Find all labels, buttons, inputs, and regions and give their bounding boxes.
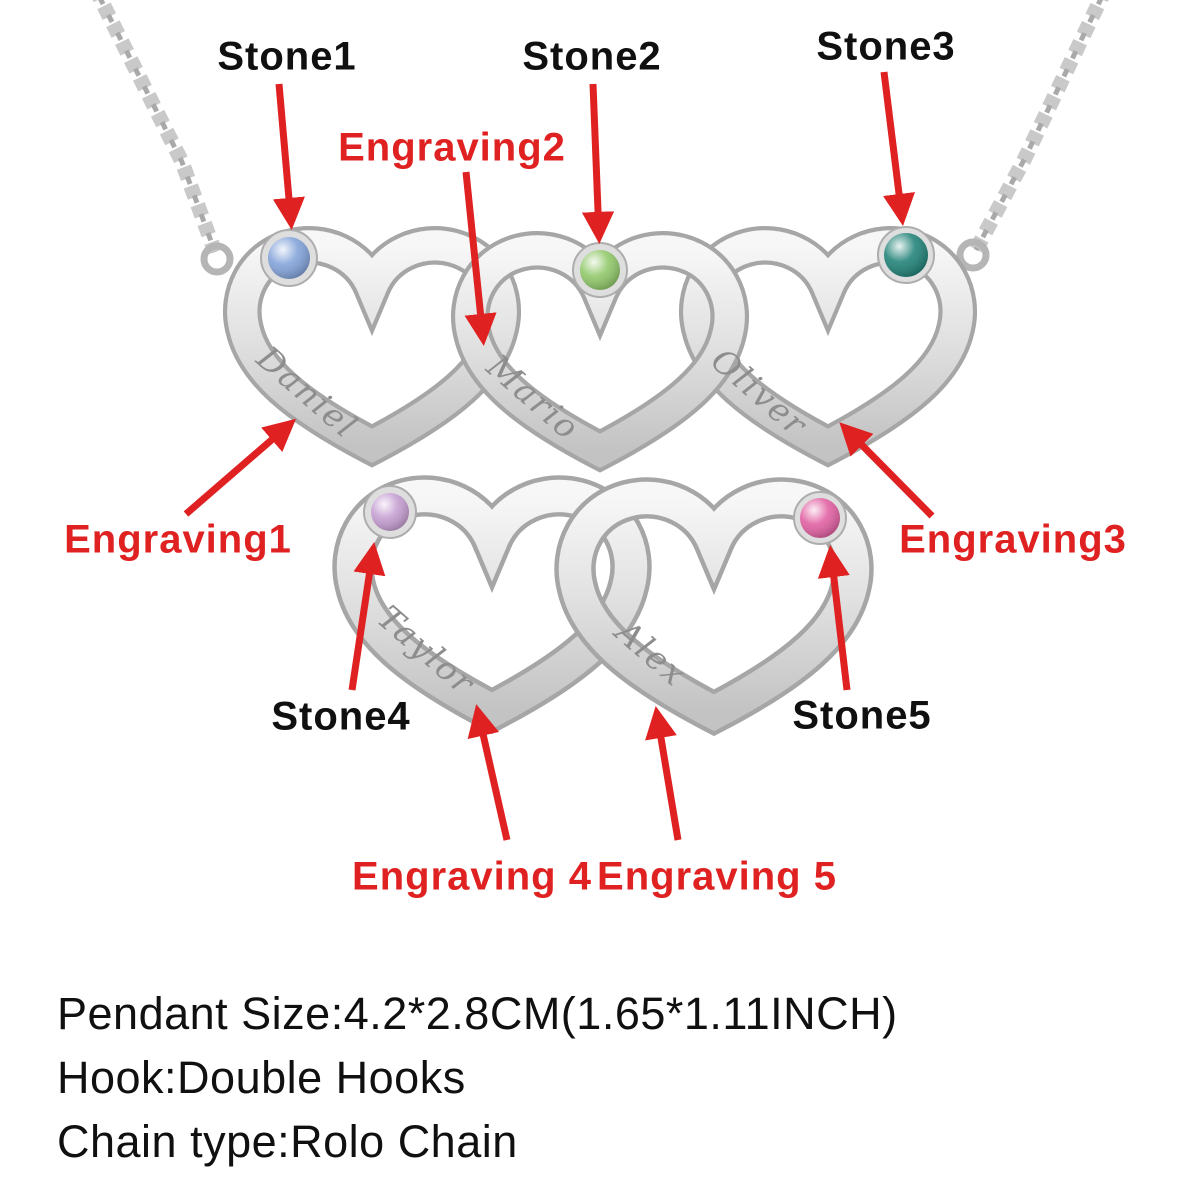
label-engraving4: Engraving 4	[352, 854, 592, 899]
label-engraving5: Engraving 5	[597, 854, 837, 899]
label-stone1: Stone1	[217, 34, 357, 79]
stone-5	[793, 491, 847, 545]
spec-hook: Hook:Double Hooks	[57, 1052, 466, 1103]
arrow-stone1	[272, 83, 305, 231]
annotation-arrows	[183, 71, 935, 841]
arrow-engraving1	[183, 418, 297, 517]
arrow-engraving5	[645, 706, 682, 841]
arrow-engraving2	[462, 171, 497, 347]
stone-1	[260, 229, 318, 287]
chain-right	[956, 0, 1109, 272]
pendant: Daniel Mario Oliver Taylor Alex	[242, 226, 957, 713]
arrow-engraving4	[467, 704, 511, 841]
arrow-stone4	[348, 542, 386, 691]
stone-3	[877, 226, 935, 284]
label-stone4: Stone4	[271, 694, 411, 739]
label-engraving1: Engraving1	[64, 517, 292, 562]
spec-chain-type: Chain type:Rolo Chain	[57, 1116, 518, 1167]
spec-pendant-size: Pendant Size:4.2*2.8CM(1.65*1.11INCH)	[57, 988, 898, 1039]
arrow-engraving3	[839, 422, 935, 519]
label-stone2: Stone2	[522, 34, 662, 79]
arrow-stone3	[880, 71, 916, 226]
stone-4	[363, 485, 417, 539]
product-specs: Pendant Size:4.2*2.8CM(1.65*1.11INCH) Ho…	[57, 982, 898, 1174]
jump-ring-left	[200, 242, 234, 276]
arrow-stone2	[581, 83, 615, 245]
label-stone5: Stone5	[792, 693, 932, 738]
chain-left	[92, 0, 234, 276]
label-engraving3: Engraving3	[899, 517, 1127, 562]
stone-2	[572, 242, 628, 298]
label-stone3: Stone3	[816, 24, 956, 69]
arrow-stone5	[817, 545, 851, 691]
label-engraving2: Engraving2	[338, 125, 566, 170]
jump-ring-right	[956, 238, 990, 272]
